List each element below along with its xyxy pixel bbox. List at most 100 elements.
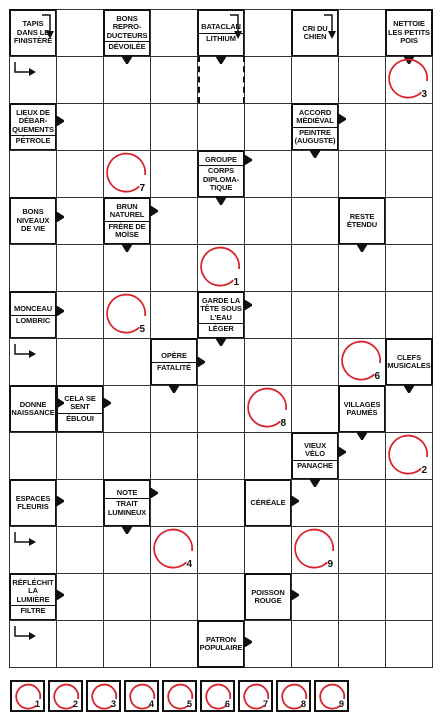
- answer-cell[interactable]: [56, 526, 104, 574]
- solution-box[interactable]: 3: [86, 680, 121, 712]
- answer-cell[interactable]: [9, 56, 57, 104]
- answer-cell[interactable]: [244, 432, 292, 480]
- answer-cell[interactable]: [9, 620, 57, 668]
- answer-cell[interactable]: [150, 291, 198, 339]
- answer-cell[interactable]: [9, 526, 57, 574]
- answer-cell[interactable]: [150, 620, 198, 668]
- answer-cell[interactable]: [244, 291, 292, 339]
- answer-cell[interactable]: [9, 432, 57, 480]
- answer-cell[interactable]: [150, 56, 198, 104]
- answer-cell[interactable]: [338, 103, 386, 151]
- answer-cell[interactable]: [103, 244, 151, 292]
- answer-cell[interactable]: [103, 338, 151, 386]
- answer-cell[interactable]: [56, 620, 104, 668]
- answer-cell[interactable]: [244, 150, 292, 198]
- answer-cell[interactable]: [56, 338, 104, 386]
- answer-cell[interactable]: [103, 103, 151, 151]
- answer-cell[interactable]: [385, 103, 433, 151]
- red-circle-icon: [319, 683, 346, 710]
- answer-cell[interactable]: [103, 573, 151, 621]
- answer-cell[interactable]: [56, 103, 104, 151]
- answer-cell[interactable]: [291, 573, 339, 621]
- answer-cell[interactable]: [338, 150, 386, 198]
- answer-cell[interactable]: [103, 526, 151, 574]
- answer-cell[interactable]: [385, 479, 433, 527]
- answer-cell[interactable]: [291, 244, 339, 292]
- answer-cell[interactable]: [150, 573, 198, 621]
- answer-cell[interactable]: [103, 385, 151, 433]
- answer-cell[interactable]: [291, 338, 339, 386]
- answer-cell[interactable]: [56, 150, 104, 198]
- answer-cell[interactable]: [9, 244, 57, 292]
- answer-cell[interactable]: [338, 9, 386, 57]
- answer-cell[interactable]: [291, 385, 339, 433]
- answer-cell[interactable]: [385, 432, 433, 480]
- answer-cell[interactable]: [56, 9, 104, 57]
- solution-box[interactable]: 7: [238, 680, 273, 712]
- answer-cell[interactable]: [197, 103, 245, 151]
- answer-cell[interactable]: [244, 197, 292, 245]
- answer-cell[interactable]: [338, 479, 386, 527]
- answer-cell[interactable]: [103, 150, 151, 198]
- answer-cell[interactable]: [150, 526, 198, 574]
- solution-box[interactable]: 8: [276, 680, 311, 712]
- answer-cell[interactable]: [150, 385, 198, 433]
- answer-cell[interactable]: [197, 385, 245, 433]
- answer-cell[interactable]: [338, 526, 386, 574]
- answer-cell[interactable]: [244, 244, 292, 292]
- answer-cell[interactable]: [385, 244, 433, 292]
- answer-cell[interactable]: [244, 56, 292, 104]
- answer-cell[interactable]: [56, 479, 104, 527]
- answer-cell[interactable]: [291, 56, 339, 104]
- answer-cell[interactable]: [150, 9, 198, 57]
- answer-cell[interactable]: [150, 150, 198, 198]
- answer-cell[interactable]: [244, 338, 292, 386]
- answer-cell[interactable]: [150, 479, 198, 527]
- answer-cell[interactable]: [385, 291, 433, 339]
- answer-cell[interactable]: [56, 244, 104, 292]
- answer-cell[interactable]: [197, 432, 245, 480]
- red-circle-icon: [205, 683, 232, 710]
- answer-cell[interactable]: [338, 291, 386, 339]
- solution-box[interactable]: 2: [48, 680, 83, 712]
- solution-box[interactable]: 1: [10, 680, 45, 712]
- solution-box[interactable]: 5: [162, 680, 197, 712]
- answer-cell[interactable]: [150, 103, 198, 151]
- answer-cell[interactable]: [291, 291, 339, 339]
- answer-cell[interactable]: [385, 150, 433, 198]
- answer-cell[interactable]: [150, 197, 198, 245]
- answer-cell[interactable]: [9, 338, 57, 386]
- solution-box[interactable]: 6: [200, 680, 235, 712]
- answer-cell[interactable]: [244, 9, 292, 57]
- answer-cell[interactable]: [338, 620, 386, 668]
- answer-cell[interactable]: [244, 385, 292, 433]
- answer-cell[interactable]: [385, 197, 433, 245]
- answer-cell[interactable]: [56, 432, 104, 480]
- answer-cell[interactable]: [338, 573, 386, 621]
- answer-cell[interactable]: [385, 526, 433, 574]
- answer-cell[interactable]: [338, 338, 386, 386]
- answer-cell[interactable]: [150, 432, 198, 480]
- answer-cell[interactable]: [244, 103, 292, 151]
- answer-cell[interactable]: [338, 56, 386, 104]
- answer-cell[interactable]: [197, 197, 245, 245]
- answer-cell[interactable]: [197, 573, 245, 621]
- answer-cell[interactable]: [9, 150, 57, 198]
- answer-cell[interactable]: [291, 526, 339, 574]
- answer-cell[interactable]: [103, 291, 151, 339]
- answer-cell[interactable]: [291, 197, 339, 245]
- solution-box[interactable]: 9: [314, 680, 349, 712]
- answer-cell[interactable]: [103, 432, 151, 480]
- answer-cell[interactable]: [56, 56, 104, 104]
- answer-cell[interactable]: [197, 244, 245, 292]
- answer-cell[interactable]: [244, 526, 292, 574]
- answer-cell[interactable]: [197, 526, 245, 574]
- answer-cell[interactable]: [150, 244, 198, 292]
- answer-cell[interactable]: [103, 620, 151, 668]
- answer-cell[interactable]: [385, 573, 433, 621]
- answer-cell[interactable]: [291, 620, 339, 668]
- answer-cell[interactable]: [197, 479, 245, 527]
- answer-cell[interactable]: [385, 620, 433, 668]
- solution-box[interactable]: 4: [124, 680, 159, 712]
